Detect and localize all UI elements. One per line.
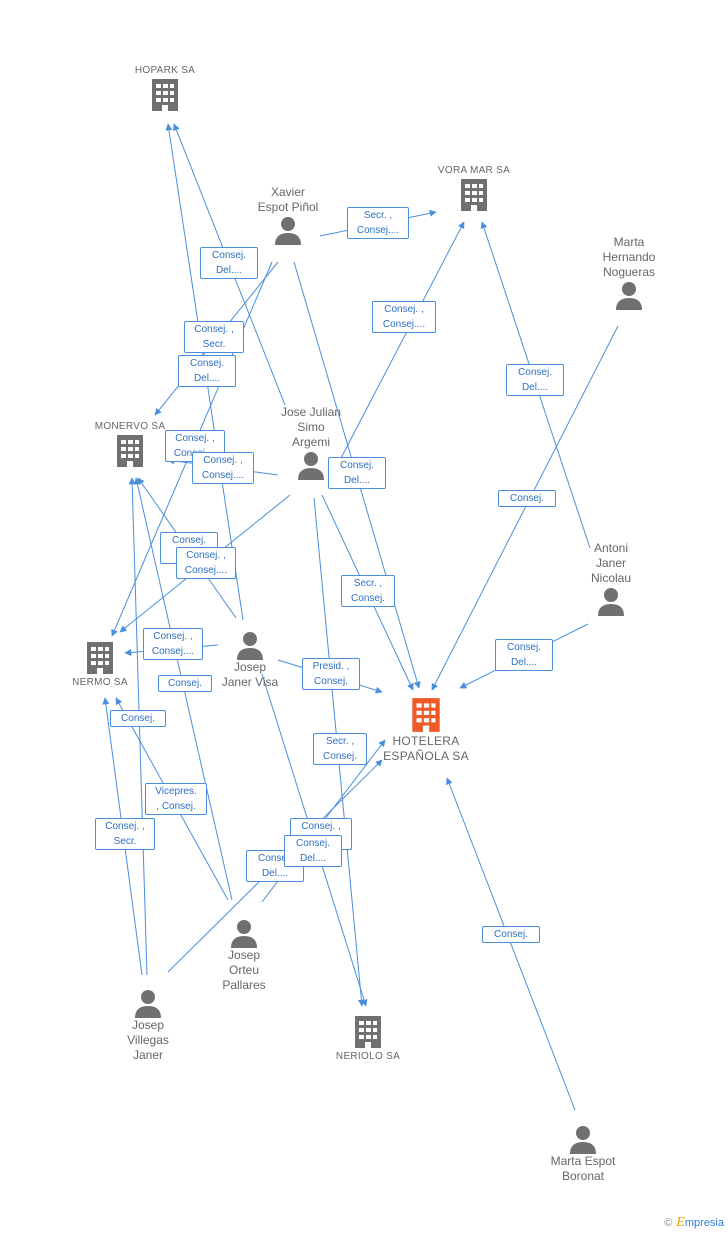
company-label: NERIOLO SA	[335, 1051, 401, 1062]
person-node-josep-villegas[interactable]: Josep Villegas Janer	[108, 988, 188, 1063]
relation-label[interactable]: Consej.	[158, 675, 212, 692]
relation-label[interactable]: Consej.	[482, 926, 540, 943]
person-label: Josep Janer Visa	[221, 660, 279, 689]
person-node-xavier[interactable]: Xavier Espot Piñol	[246, 185, 330, 245]
relation-label[interactable]: Consej. , Consej....	[143, 628, 203, 660]
relation-label[interactable]: Consej. , Secr.	[95, 818, 155, 850]
relation-label[interactable]: Consej. Del....	[200, 247, 258, 279]
relation-label[interactable]: Secr. , Consej....	[347, 207, 409, 239]
building-icon	[117, 435, 143, 467]
building-icon	[152, 79, 178, 111]
person-label: Xavier Espot Piñol	[257, 185, 319, 214]
person-icon	[570, 1126, 596, 1154]
relation-label[interactable]: Consej. , Secr.	[184, 321, 244, 353]
person-node-josep-orteu[interactable]: Josep Orteu Pallares	[204, 918, 284, 993]
relation-label[interactable]: Consej. Del....	[506, 364, 564, 396]
person-icon	[598, 588, 624, 616]
copyright-symbol: ©	[664, 1217, 673, 1229]
relation-label[interactable]: Consej. Del....	[178, 355, 236, 387]
company-node-hotelera[interactable]: HOTELERA ESPAÑOLA SA	[376, 696, 476, 764]
brand-name: mpresia	[684, 1217, 724, 1229]
company-node-monervo[interactable]: MONERVO SA	[84, 420, 176, 469]
edge	[446, 777, 576, 1111]
relation-label[interactable]: Consej. , Consej....	[192, 452, 254, 484]
person-node-marta-espot[interactable]: Marta Espot Boronat	[538, 1124, 628, 1184]
company-label: HOPARK SA	[134, 65, 196, 76]
person-icon	[275, 217, 301, 245]
person-node-antoni[interactable]: Antoni Janer Nicolau	[572, 541, 650, 616]
person-icon	[616, 282, 642, 310]
edge	[339, 221, 465, 461]
company-label: MONERVO SA	[94, 421, 166, 432]
building-icon	[87, 642, 113, 674]
person-label: Jose Julian Simo Argemi	[280, 405, 342, 449]
relation-label[interactable]: Secr. , Consej.	[341, 575, 395, 607]
relation-label[interactable]: Consej. , Consej....	[176, 547, 236, 579]
company-label: HOTELERA ESPAÑOLA SA	[383, 734, 469, 763]
person-icon	[231, 920, 257, 948]
relation-label[interactable]: Consej. , Consej....	[372, 301, 436, 333]
brand-initial: E	[676, 1215, 685, 1230]
company-node-nermo[interactable]: NERMO SA	[60, 640, 140, 689]
person-node-jose-julian[interactable]: Jose Julian Simo Argemi	[268, 405, 354, 480]
relation-label[interactable]: Vicepres. , Consej.	[145, 783, 207, 815]
building-icon	[355, 1016, 381, 1048]
relation-label[interactable]: Consej. Del....	[495, 639, 553, 671]
edge	[431, 325, 619, 691]
relation-label[interactable]: Secr. , Consej.	[313, 733, 367, 765]
company-label: VORA MAR SA	[437, 165, 511, 176]
person-label: Marta Hernando Nogueras	[602, 235, 656, 279]
building-icon	[461, 179, 487, 211]
person-icon	[135, 990, 161, 1018]
person-label: Marta Espot Boronat	[550, 1154, 616, 1183]
relation-label[interactable]: Consej.	[498, 490, 556, 507]
relation-label[interactable]: Presid. , Consej.	[302, 658, 360, 690]
company-node-voramar[interactable]: VORA MAR SA	[424, 164, 524, 213]
person-node-marta-hernando[interactable]: Marta Hernando Nogueras	[588, 235, 670, 310]
person-label: Josep Orteu Pallares	[222, 948, 266, 992]
company-label: NERMO SA	[72, 677, 128, 688]
relation-label[interactable]: Consej.	[110, 710, 166, 727]
person-icon	[298, 452, 324, 480]
building-icon	[412, 698, 440, 732]
person-node-josep-janer-visa[interactable]: Josep Janer Visa	[208, 630, 292, 690]
person-label: Josep Villegas Janer	[127, 1018, 169, 1062]
relation-label[interactable]: Consej. Del....	[328, 457, 386, 489]
company-node-neriolo[interactable]: NERIOLO SA	[326, 1014, 410, 1063]
person-icon	[237, 632, 263, 660]
empresia-logo[interactable]: ©Empresia	[664, 1215, 724, 1231]
company-node-hopark[interactable]: HOPARK SA	[120, 64, 210, 113]
relation-label[interactable]: Consej. Del....	[284, 835, 342, 867]
person-label: Antoni Janer Nicolau	[590, 541, 632, 585]
